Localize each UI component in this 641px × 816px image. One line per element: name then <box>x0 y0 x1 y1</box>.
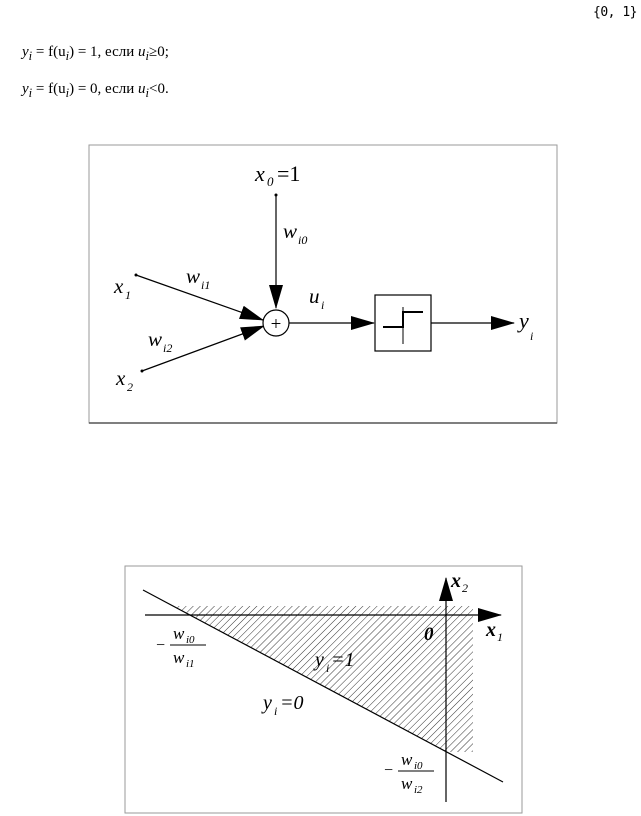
y-subscript: i <box>530 329 533 343</box>
summation-symbol: + <box>271 314 282 335</box>
x-intercept-numerator: w <box>173 624 185 643</box>
eq2-cond-var: u <box>138 81 146 97</box>
eq2-u-sub: i <box>65 86 70 100</box>
x1-axis-label: x <box>485 619 496 641</box>
x2-weight-arrow <box>141 325 265 372</box>
eq2-result: ) = 0, если <box>69 81 138 97</box>
eq1-y-sub: i <box>28 49 33 63</box>
u-label: u <box>309 284 320 308</box>
eq2-y: y <box>22 81 29 97</box>
output-set-label: {0, 1} <box>593 5 637 20</box>
w1-label: w <box>186 264 200 288</box>
neuron-diagram: x 0 =1 w i0 x 1 w i1 x 2 w i2 + u i y <box>88 144 558 424</box>
x1-axis-subscript: 1 <box>497 630 503 644</box>
region-zero-subscript: i <box>274 704 277 718</box>
eq1-u-sub: i <box>65 49 70 63</box>
x-intercept-denominator-subscript: i1 <box>186 658 195 670</box>
x2-subscript: 2 <box>127 380 133 394</box>
x-intercept-sign: − <box>156 637 165 654</box>
w0-subscript: i0 <box>298 233 307 247</box>
w1-subscript: i1 <box>201 278 210 292</box>
eq1-cond-op: ≥0; <box>148 44 169 60</box>
x1-label: x <box>113 274 124 298</box>
x1-weight-arrow <box>135 274 264 321</box>
eq1-cond-var: u <box>138 44 146 60</box>
x0-value: =1 <box>277 161 300 186</box>
w0-label: w <box>283 219 297 243</box>
y-intercept-denominator-subscript: i2 <box>414 784 423 796</box>
eq1-y: y <box>22 44 29 60</box>
eq1-result: ) = 1, если <box>69 44 138 60</box>
decision-boundary-line <box>142 589 504 783</box>
equation-line-1: yi = f(ui) = 1, если ui≥0; <box>22 44 169 64</box>
equation-line-2: yi = f(ui) = 0, если ui<0. <box>22 81 169 101</box>
y-intercept-sign: − <box>384 762 393 779</box>
u-subscript: i <box>321 298 324 312</box>
w2-subscript: i2 <box>163 341 172 355</box>
region-zero-eq: =0 <box>280 692 304 714</box>
region-zero-y: y <box>261 692 272 714</box>
x2-label: x <box>115 366 126 390</box>
x2-axis-label: x <box>450 570 461 592</box>
region-one-subscript: i <box>326 661 329 675</box>
y-intercept-numerator-subscript: i0 <box>414 760 423 772</box>
eq1-cond-sub: i <box>145 49 149 63</box>
x0-label: x <box>254 161 265 186</box>
y-intercept-numerator: w <box>401 750 413 769</box>
y-intercept-denominator: w <box>401 774 413 793</box>
x2-axis-subscript: 2 <box>462 581 468 595</box>
origin-label: 0 <box>424 624 434 645</box>
w2-label: w <box>148 327 162 351</box>
region-one-y: y <box>313 649 324 671</box>
eq2-cond-op: <0. <box>148 81 169 97</box>
x-intercept-numerator-subscript: i0 <box>186 634 195 646</box>
x0-subscript: 0 <box>267 174 274 189</box>
eq2-mid: = f(u <box>32 81 66 97</box>
eq2-cond-sub: i <box>145 86 149 100</box>
boundary-plot: x 1 x 2 0 y i =1 y i =0 − w i0 w i1 − w … <box>124 565 523 814</box>
y-label: y <box>517 308 529 333</box>
eq1-mid: = f(u <box>32 44 66 60</box>
x1-subscript: 1 <box>125 288 131 302</box>
region-one-eq: =1 <box>331 649 355 671</box>
x-intercept-denominator: w <box>173 648 185 667</box>
eq2-y-sub: i <box>28 86 33 100</box>
neuron-diagram-frame <box>88 144 558 424</box>
